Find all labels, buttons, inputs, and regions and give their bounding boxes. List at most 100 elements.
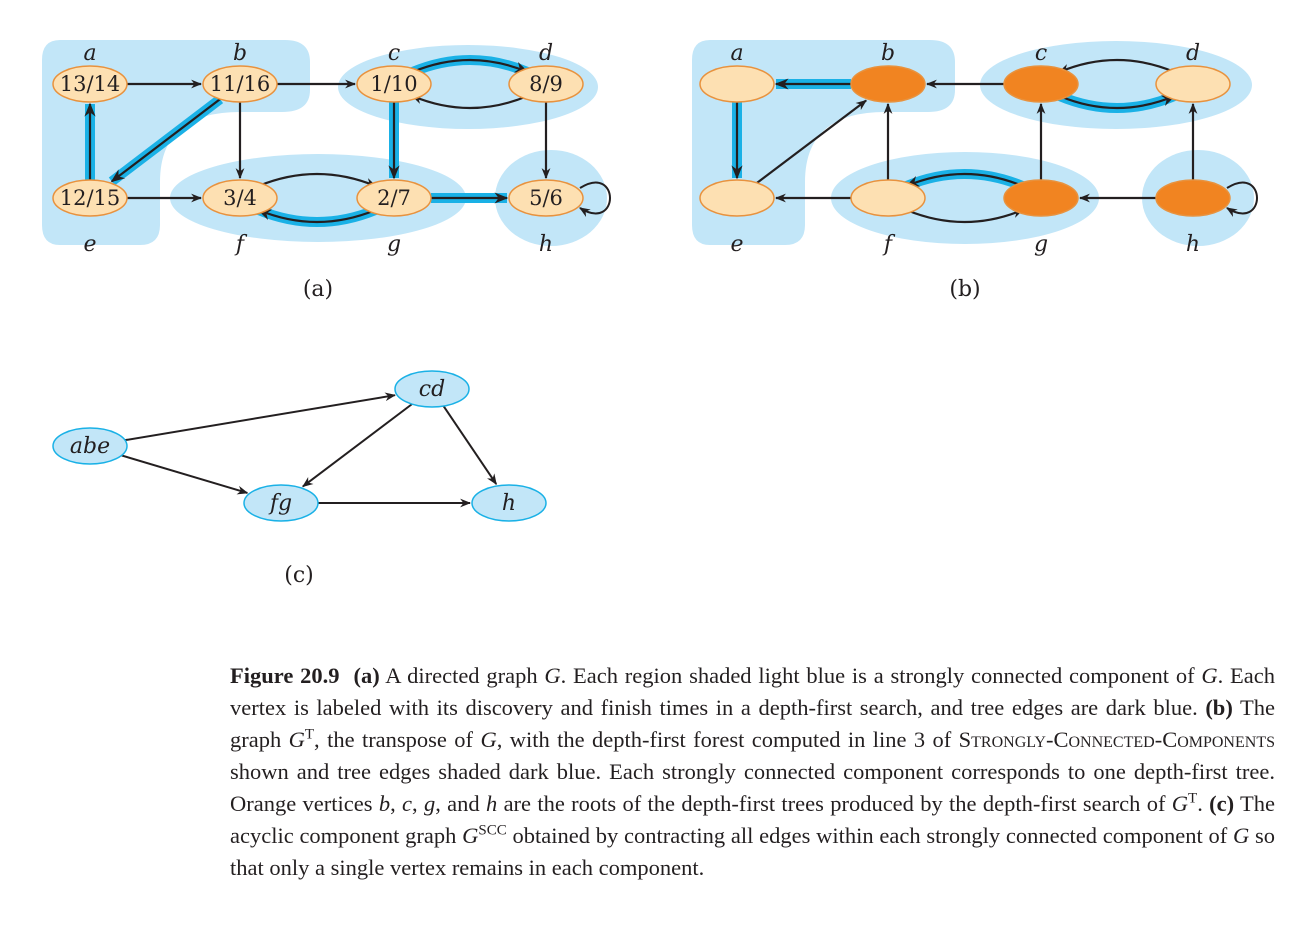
caption-text: The graph (230, 695, 1275, 752)
edge-e-b (756, 99, 867, 184)
vertex-name-a: a (730, 41, 743, 66)
caption-part-c-label: (c) (1209, 791, 1235, 816)
edge-g-f (257, 208, 376, 224)
caption-text: . Each vertex is labeled with its discov… (230, 663, 1275, 720)
caption-math-G: G (1171, 791, 1189, 816)
component-name-cd: cd (419, 377, 445, 402)
vertex-shape-h (508, 179, 584, 217)
caption-math-T: T (1188, 790, 1198, 807)
vertex-c: c (1003, 41, 1079, 103)
vertex-g: 2/7 g (356, 179, 432, 257)
vertex-shape-c (356, 65, 432, 103)
vertex-shape-a (699, 65, 775, 103)
caption-math-h: h (486, 791, 498, 816)
caption-text: , (412, 791, 424, 816)
caption-text: , and (435, 791, 486, 816)
vertex-times-d: 8/9 (529, 72, 563, 96)
caption-text: , with the depth-first forest computed i… (496, 727, 959, 752)
edge-c-d (1059, 94, 1176, 110)
caption-math-G: G (480, 727, 497, 752)
vertex-name-a: a (83, 41, 96, 66)
vertex-d: 8/9 d (508, 41, 584, 103)
component-shape-fg (243, 484, 319, 522)
panel-a-label: (a) (303, 277, 333, 302)
component-name-fg: fg (268, 491, 292, 516)
vertex-name-b: b (881, 41, 895, 66)
vertex-times-a: 13/14 (60, 72, 121, 96)
vertex-shape-b (850, 65, 926, 103)
edge-cd-h (442, 405, 498, 486)
caption-math-G: G (288, 727, 305, 752)
figure-caption: Figure 20.9(a) A directed graph G. Each … (230, 660, 1275, 884)
caption-math-G: G (1201, 663, 1218, 688)
caption-text: A directed graph (379, 663, 545, 688)
vertex-shape-d (1155, 65, 1231, 103)
vertex-h: h (1155, 179, 1231, 257)
vertex-shape-d (508, 65, 584, 103)
edge-g-f (905, 172, 1023, 188)
caption-math-SCC: SCC (478, 822, 507, 839)
caption-text: The acyclic component graph (230, 791, 1276, 848)
component-vertex-cd: cd (394, 370, 470, 408)
caption-text: . (1197, 791, 1210, 816)
caption-math-g: g (423, 791, 436, 816)
edge-d-c (1058, 58, 1175, 74)
self-loop-h (579, 181, 611, 217)
caption-text: . Each region shaded light blue is a str… (560, 663, 1202, 688)
caption-math-T: T (304, 726, 315, 743)
caption-math-G: G (544, 663, 561, 688)
vertex-times-g: 2/7 (377, 186, 411, 210)
vertex-e: e (699, 179, 775, 257)
vertex-shape-h (1155, 179, 1231, 217)
vertex-times-c: 1/10 (370, 72, 417, 96)
vertex-h: 5/6h (508, 179, 584, 257)
edges-a (84, 55, 611, 227)
edges-b (731, 58, 1258, 224)
vertex-shape-f (850, 179, 926, 217)
caption-part-a-label: (a) (353, 663, 380, 688)
scc-region-fg (831, 152, 1099, 244)
vertex-e: 12/15e (52, 179, 128, 257)
vertex-times-b: 11/16 (210, 72, 271, 96)
caption-math-G: G (1233, 823, 1250, 848)
panel-c: abe cd fg h (c) (52, 370, 547, 588)
component-shape-h (471, 484, 547, 522)
edge-abe-fg (121, 454, 249, 495)
edge-f-g (258, 172, 377, 188)
caption-text: , the transpose of (314, 727, 481, 752)
caption-text: obtained by contracting all edges within… (506, 823, 1233, 848)
vertex-times-h: 5/6 (529, 186, 563, 210)
vertex-times-e: 12/15 (60, 186, 121, 210)
component-vertex-abe: abe (52, 427, 128, 465)
caption-text: shown and tree edges shaded dark blue. E… (230, 759, 1275, 816)
edge-b-e (110, 98, 221, 183)
edge-f-g (906, 208, 1024, 224)
panel-c-label: (c) (284, 563, 314, 588)
vertex-name-b: b (233, 41, 247, 66)
vertex-name-d: d (539, 41, 553, 66)
vertex-a: a (699, 41, 775, 103)
vertex-shape-e (52, 179, 128, 217)
vertex-shape-f (202, 179, 278, 217)
component-shape-cd (394, 370, 470, 408)
component-shape-abe (52, 427, 128, 465)
vertex-b: b (850, 41, 926, 103)
vertex-d: d (1155, 41, 1231, 103)
vertex-name-e: e (730, 232, 743, 257)
edge-c-d (412, 58, 529, 74)
component-name-h: h (502, 491, 516, 516)
caption-math-G: G (462, 823, 479, 848)
vertex-shape-g (356, 179, 432, 217)
vertices-c: abe cd fg h (52, 370, 547, 522)
component-vertex-fg: fg (243, 484, 319, 522)
caption-text: are the roots of the depth-first trees p… (497, 791, 1172, 816)
self-loop-h (1226, 181, 1258, 217)
vertex-a: 13/14 a (52, 41, 128, 103)
vertex-name-g: g (387, 232, 401, 257)
vertex-name-d: d (1186, 41, 1200, 66)
edge-d-c (411, 94, 528, 110)
vertex-b: 11/16 b (202, 41, 278, 103)
